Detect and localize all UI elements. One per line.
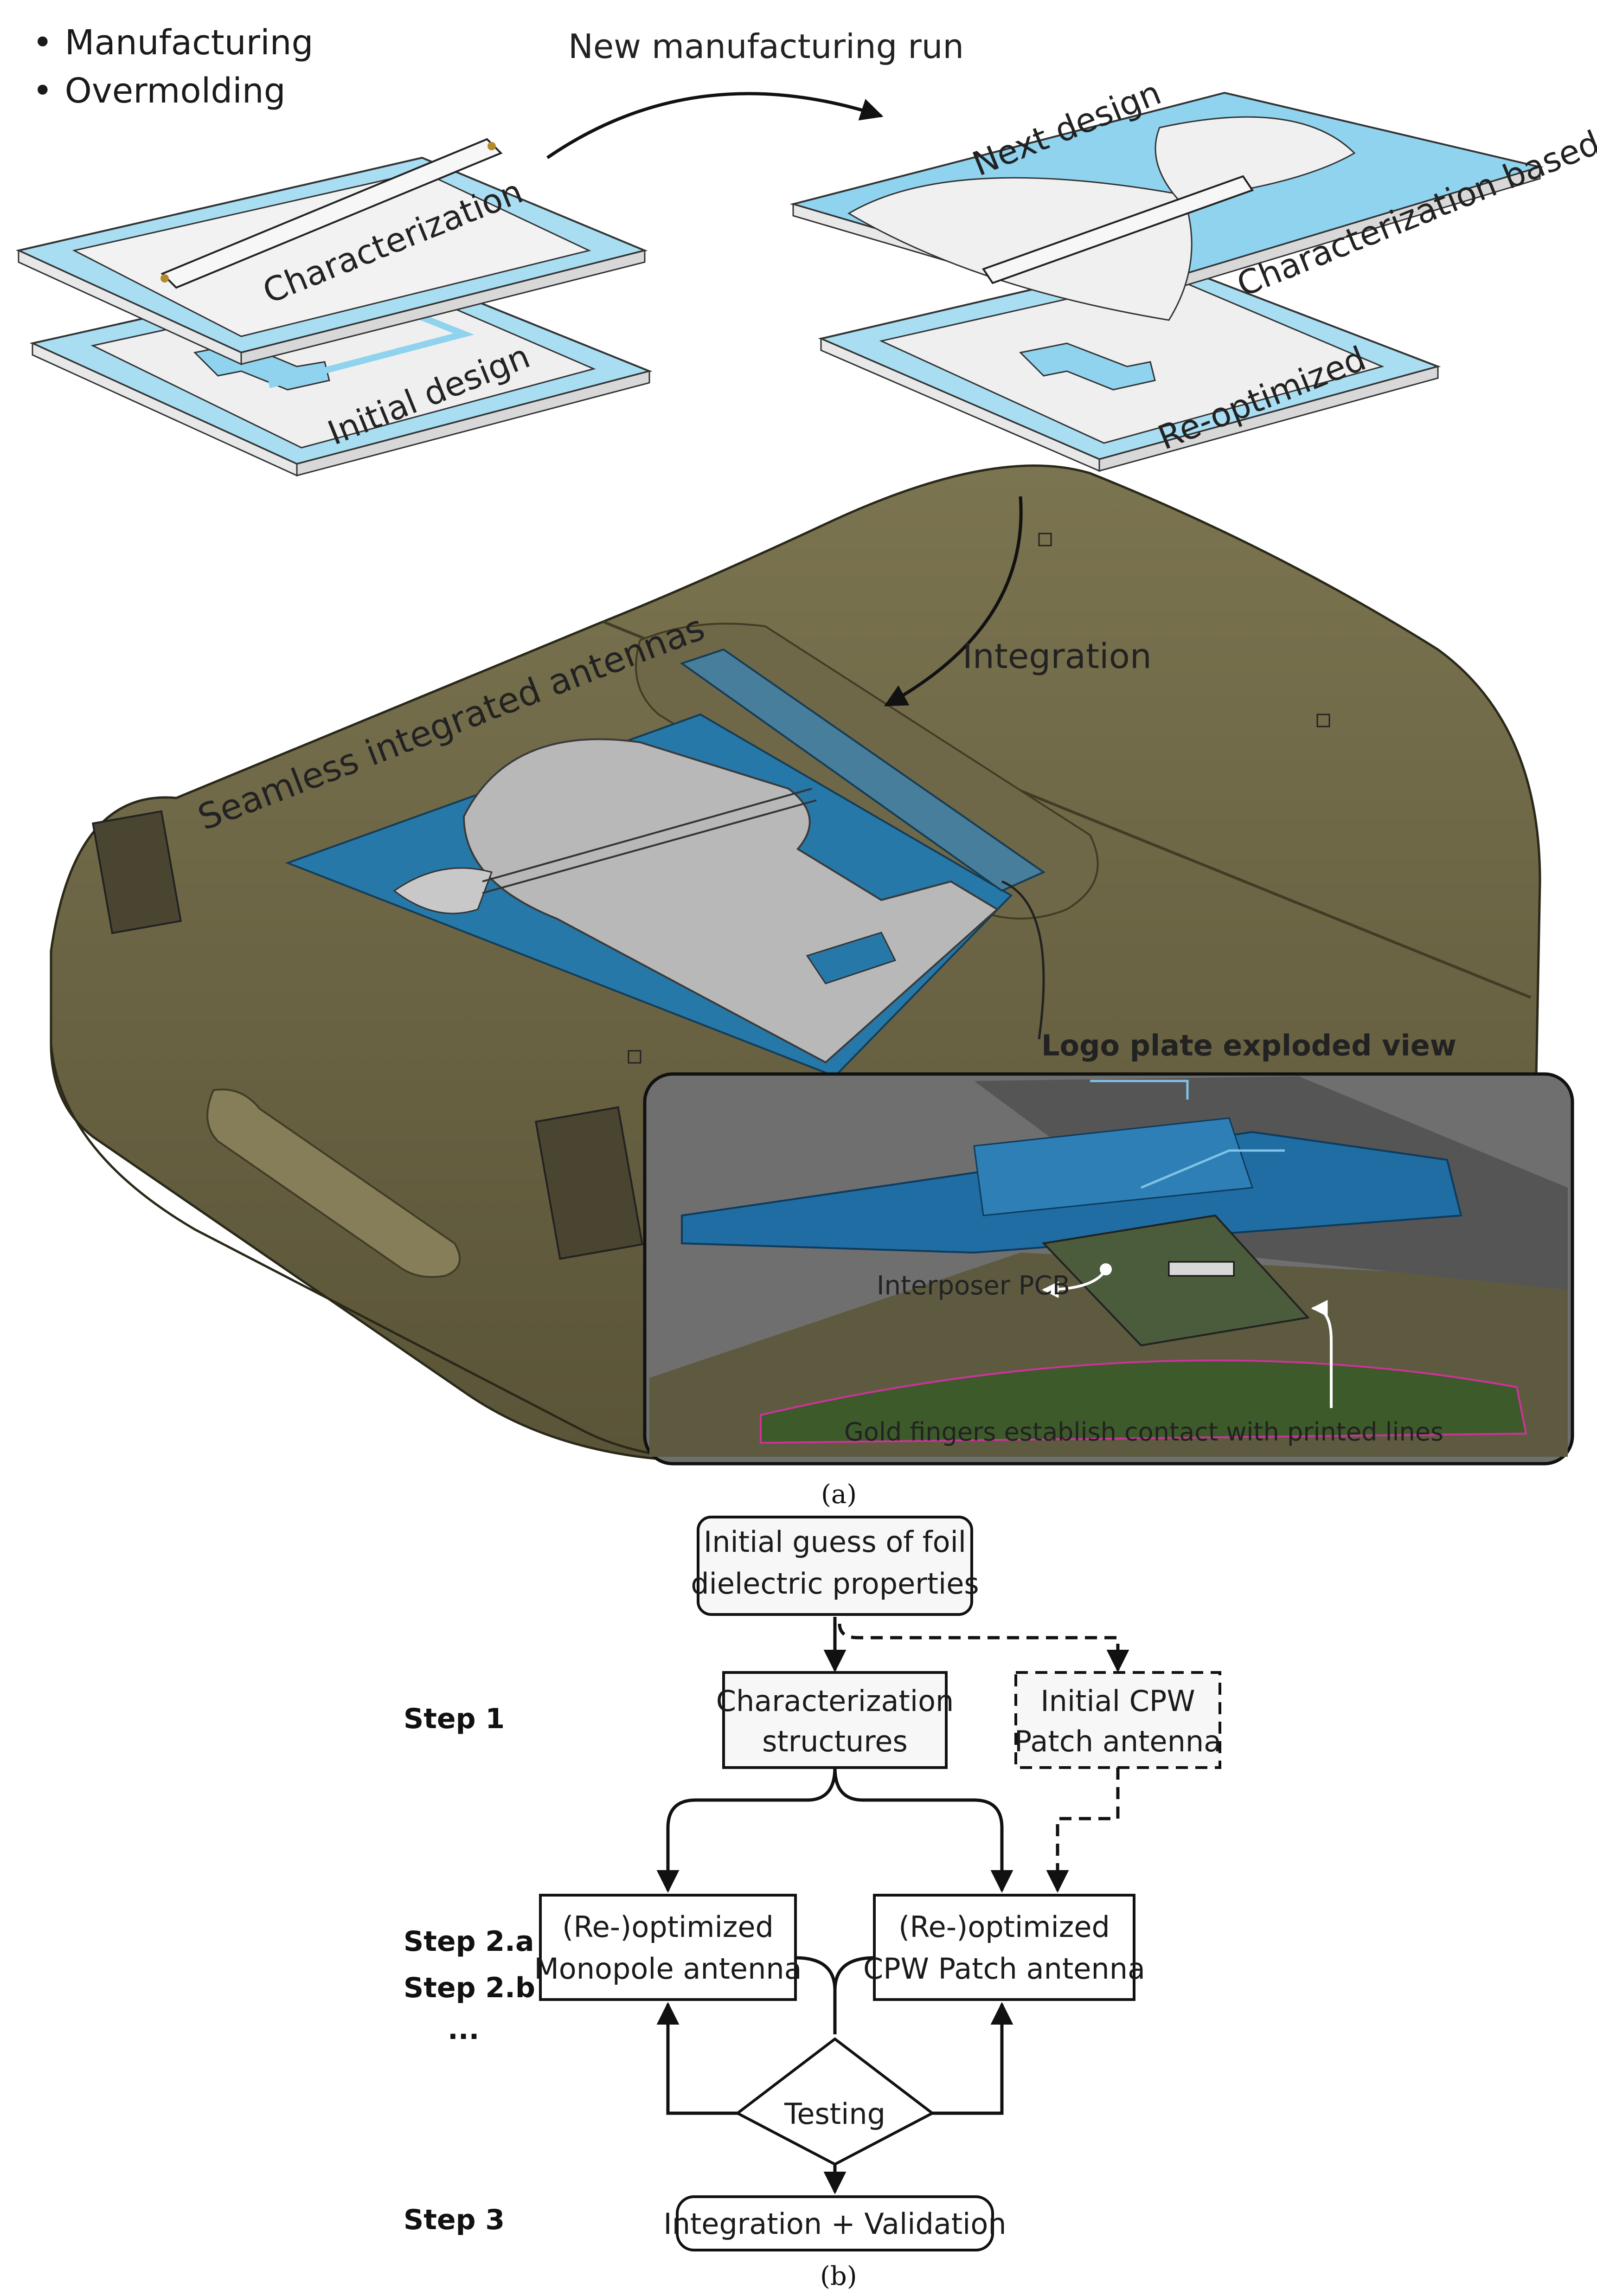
node-characterization-line2: structures bbox=[762, 1724, 908, 1758]
node-integration-label: Integration + Validation bbox=[663, 2207, 1006, 2241]
node-characterization-line1: Characterization bbox=[716, 1684, 954, 1718]
node-characterization: Characterization structures bbox=[716, 1671, 954, 1769]
node-testing: Testing bbox=[735, 2037, 935, 2166]
panel-b: Step 1 Step 2.a Step 2.b ... Step 3 Init… bbox=[404, 1516, 1221, 2291]
integration-arrow-icon bbox=[884, 496, 1023, 707]
node-initial-guess-line1: Initial guess of foil bbox=[704, 1525, 966, 1559]
node-integration: Integration + Validation bbox=[663, 2195, 1007, 2251]
diamond-decision-icon bbox=[735, 2037, 935, 2166]
process-item-overmolding: Overmolding bbox=[32, 67, 314, 115]
node-monopole-line1: (Re-)optimized bbox=[562, 1910, 774, 1944]
step-1-label: Step 1 bbox=[404, 1703, 505, 1735]
process-list: Manufacturing Overmolding bbox=[32, 19, 314, 115]
node-initial-cpw-line2: Patch antenna bbox=[1014, 1724, 1221, 1758]
plate-characterization: Characterization bbox=[15, 138, 648, 366]
node-cpw-patch-line1: (Re-)optimized bbox=[898, 1910, 1110, 1944]
caption-b: (b) bbox=[820, 2261, 857, 2291]
node-testing-label: Testing bbox=[784, 2097, 885, 2131]
node-initial-cpw-line1: Initial CPW bbox=[1040, 1684, 1195, 1718]
node-initial-guess: Initial guess of foil dielectric propert… bbox=[691, 1516, 979, 1616]
step-3-label: Step 3 bbox=[404, 2204, 505, 2236]
run-label: New manufacturing run bbox=[568, 27, 964, 66]
node-monopole: (Re-)optimized Monopole antenna bbox=[534, 1894, 802, 2001]
plate-re-optimized: Re-optimized bbox=[818, 258, 1441, 472]
inset-title: Logo plate exploded view bbox=[1041, 1029, 1456, 1062]
node-initial-guess-line2: dielectric properties bbox=[691, 1567, 979, 1601]
node-monopole-line2: Monopole antenna bbox=[534, 1952, 802, 1986]
node-initial-cpw: Initial CPW Patch antenna bbox=[1014, 1671, 1221, 1769]
logo-plate bbox=[680, 648, 1046, 892]
process-item-manufacturing: Manufacturing bbox=[32, 19, 314, 67]
node-cpw-patch: (Re-)optimized CPW Patch antenna bbox=[863, 1894, 1145, 2001]
step-2a-label: Step 2.a bbox=[404, 1925, 534, 1958]
step-2b-label: Step 2.b bbox=[404, 1972, 535, 2004]
flow-connectors bbox=[656, 1617, 1129, 2194]
step-ellipsis-label: ... bbox=[448, 2013, 479, 2046]
panel-a: New manufacturing run Initial design Cha… bbox=[15, 27, 1597, 1510]
integration-label: Integration bbox=[962, 637, 1152, 676]
plate-next-design: Next design Characterization based bbox=[789, 73, 1597, 321]
run-arrow-icon bbox=[546, 92, 884, 159]
gold-fingers-label: Gold fingers establish contact with prin… bbox=[844, 1417, 1443, 1447]
caption-a: (a) bbox=[821, 1479, 857, 1510]
node-cpw-patch-line2: CPW Patch antenna bbox=[863, 1952, 1145, 1986]
interposer-label: Interposer PCB bbox=[877, 1271, 1070, 1301]
inset-exploded-view: Interposer PCB Gold fingers establish co… bbox=[643, 1072, 1574, 1466]
